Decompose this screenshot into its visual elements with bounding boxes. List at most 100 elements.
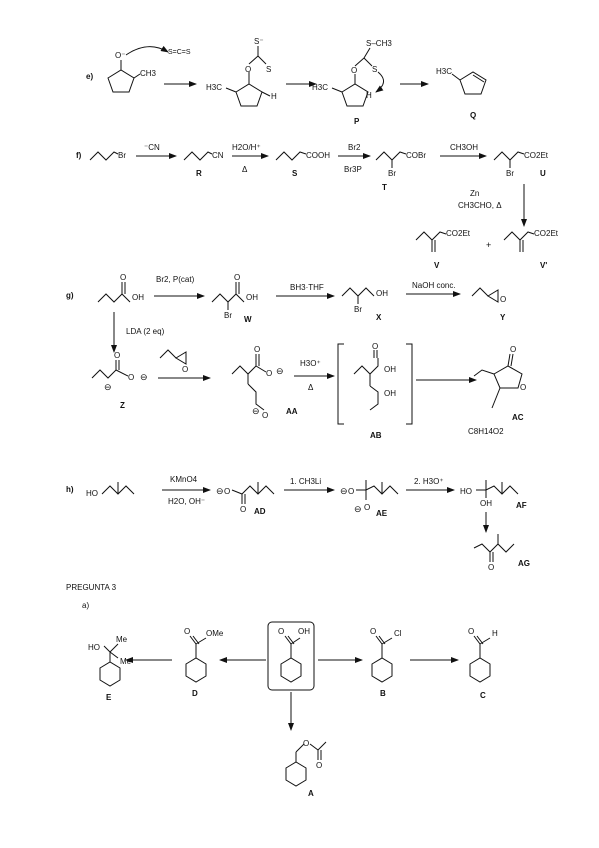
- compound-p: S–CH3 O S H3C H P: [312, 39, 392, 126]
- compound-e: Me Me HO E: [88, 635, 132, 702]
- pregunta-sub: a): [82, 601, 89, 610]
- ester-co2et: CO2Et: [524, 151, 549, 160]
- label-t: T: [382, 183, 387, 192]
- reformatsky-aldehyde: CH3CHO, Δ: [458, 201, 502, 210]
- c-o: O: [468, 627, 474, 636]
- oxide-label: O⁻: [115, 51, 125, 60]
- p-h: H: [366, 91, 372, 100]
- hydrolysis-reagent: H2O/H⁺: [232, 143, 261, 152]
- acyl-bromide-cobr: COBr: [406, 151, 426, 160]
- label-u: U: [540, 169, 546, 178]
- d-ome: OMe: [206, 629, 224, 638]
- compound-d: O OMe D: [184, 627, 224, 698]
- ac-formula: C8H14O2: [468, 427, 504, 436]
- z-o2: O: [128, 373, 134, 382]
- label-ad: AD: [254, 507, 266, 516]
- aa-o2: O: [266, 369, 272, 378]
- label-q: Q: [470, 111, 476, 120]
- acid-cooh: COOH: [306, 151, 330, 160]
- label-aa: AA: [286, 407, 298, 416]
- ae-o1: O: [348, 487, 354, 496]
- ba-oh: OH: [298, 627, 310, 636]
- aa-o3: O: [262, 411, 268, 420]
- label-y: Y: [500, 313, 506, 322]
- reformatsky-zn: Zn: [470, 189, 479, 198]
- pregunta-title: PREGUNTA 3: [66, 583, 117, 592]
- z-minus-1: ⊖: [104, 382, 112, 392]
- a-ester-o: O: [303, 739, 309, 748]
- label-ab: AB: [370, 431, 382, 440]
- label-a: A: [308, 789, 314, 798]
- compound-b: O Cl B: [370, 627, 402, 698]
- epoxide-o: O: [182, 365, 188, 374]
- xanthate-o: O: [245, 65, 251, 74]
- acid-o: O: [120, 273, 126, 282]
- ab-oh-1: OH: [384, 365, 396, 374]
- b-cl: Cl: [394, 629, 402, 638]
- label-c: C: [480, 691, 486, 700]
- compound-q: H3C Q: [436, 67, 487, 120]
- label-v: V: [434, 261, 440, 270]
- z-o: O: [114, 351, 120, 360]
- v2-co2et: CO2Et: [534, 229, 559, 238]
- label-x: X: [376, 313, 382, 322]
- section-e-label: e): [86, 72, 93, 81]
- section-f: f) Br ⁻CN CN R H2O/H⁺ Δ COOH S Br2 Br3P …: [76, 143, 559, 270]
- label-d: D: [192, 689, 198, 698]
- aa-o: O: [254, 345, 260, 354]
- naoh-reagent: NaOH conc.: [412, 281, 456, 290]
- xanthate-anion: O S⁻ S H3C H: [206, 37, 277, 107]
- ab-o: O: [372, 342, 378, 351]
- z-minus-2: ⊖: [140, 372, 148, 382]
- hvz-br2: Br2: [348, 143, 361, 152]
- label-p: P: [354, 117, 360, 126]
- xanthate-h3c: H3C: [206, 83, 222, 92]
- oxidant-kmno4: KMnO4: [170, 475, 198, 484]
- e-me-1: Me: [116, 635, 128, 644]
- label-e: E: [106, 693, 112, 702]
- label-af: AF: [516, 501, 527, 510]
- p-o: O: [351, 66, 357, 75]
- nitrile-cn: CN: [212, 151, 224, 160]
- section-h-label: h): [66, 485, 74, 494]
- ad-o1: O: [224, 487, 230, 496]
- pregunta-3: PREGUNTA 3 a) Me Me HO E O OMe D: [66, 583, 498, 798]
- ae-minus-1: ⊖: [340, 486, 348, 496]
- borane-reagent: BH3·THF: [290, 283, 324, 292]
- compound-a: O O A: [285, 739, 327, 798]
- section-h: h) HO KMnO4 H2O, OH⁻ ⊖ O O AD 1. CH3Li ⊖…: [66, 475, 530, 572]
- methyl-label: CH3: [140, 69, 157, 78]
- ac-ring-o: O: [520, 383, 526, 392]
- x-br: Br: [354, 305, 362, 314]
- ab-oh-2: OH: [384, 389, 396, 398]
- hvz-br3p: Br3P: [344, 165, 362, 174]
- w-br: Br: [224, 311, 232, 320]
- hvz-reagent: Br2, P(cat): [156, 275, 195, 284]
- cs2-label: S=C=S: [168, 49, 191, 56]
- aa-minus-1: ⊖: [276, 366, 284, 376]
- ba-o: O: [278, 627, 284, 636]
- xanthate-h: H: [271, 92, 277, 101]
- label-ac: AC: [512, 413, 524, 422]
- p-h3c: H3C: [312, 83, 328, 92]
- c-h: H: [492, 629, 498, 638]
- ae-minus-2: ⊖: [354, 504, 362, 514]
- label-w: W: [244, 315, 252, 324]
- p-sch3: S–CH3: [366, 39, 392, 48]
- e-ho: HO: [88, 643, 100, 652]
- section-e: e) O⁻ CH3 S=C=S O S⁻ S H3C H: [86, 37, 487, 126]
- lda-reagent: LDA (2 eq): [126, 327, 165, 336]
- benzoic-acid: O OH: [267, 621, 315, 691]
- d-o: O: [184, 627, 190, 636]
- section-g-label: g): [66, 291, 74, 300]
- section-f-label: f): [76, 151, 82, 160]
- plus-sign: +: [486, 240, 491, 250]
- xanthate-s: S: [266, 65, 271, 74]
- v-co2et: CO2Et: [446, 229, 471, 238]
- a-carbonyl-o: O: [316, 761, 322, 770]
- aa-minus-2: ⊖: [252, 406, 260, 416]
- oxidant-conditions: H2O, OH⁻: [168, 497, 205, 506]
- b-o: O: [370, 627, 376, 636]
- ae-o2: O: [364, 503, 370, 512]
